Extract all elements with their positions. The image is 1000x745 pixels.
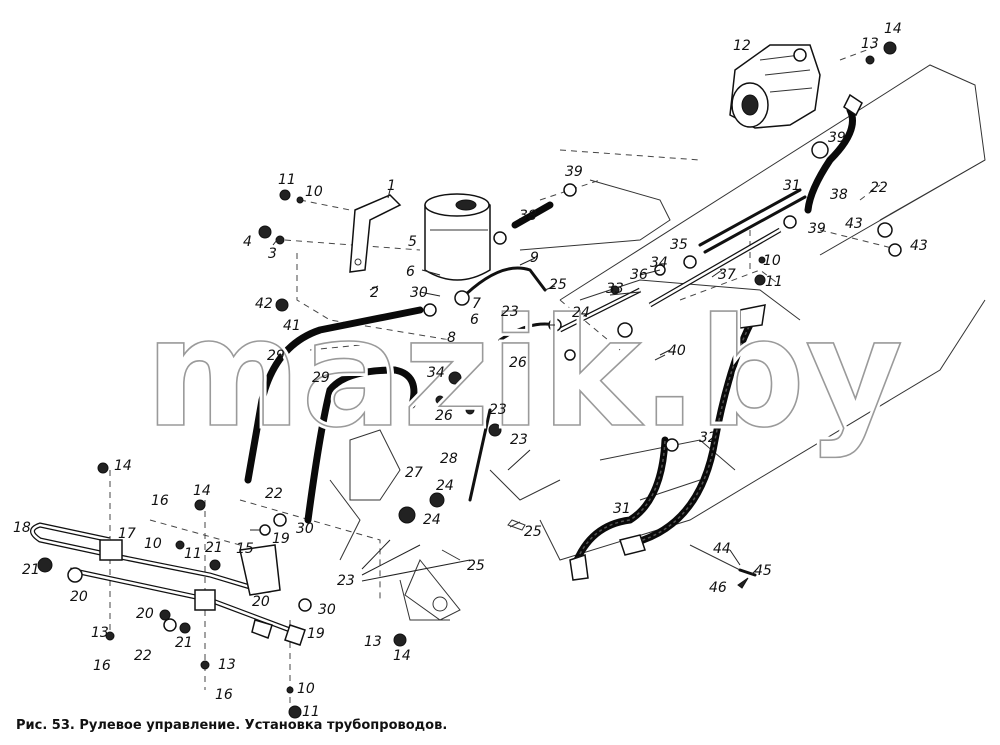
callout-31a: 31 (783, 178, 801, 194)
callout-7: 7 (472, 296, 481, 312)
callout-19a: 19 (272, 531, 290, 547)
callout-11d: 11 (302, 704, 320, 720)
callout-22a: 22 (870, 180, 888, 196)
callout-13c: 13 (218, 657, 236, 673)
callout-40: 40 (668, 343, 686, 359)
callout-32: 32 (699, 430, 717, 446)
callout-14a: 14 (884, 21, 902, 37)
callout-38a: 38 (519, 208, 537, 224)
callout-14c: 14 (193, 483, 211, 499)
callout-41: 41 (283, 318, 301, 334)
callout-44: 44 (713, 541, 731, 557)
callout-34b: 34 (427, 365, 445, 381)
callout-6a: 6 (406, 264, 415, 280)
callout-16c: 16 (215, 687, 233, 703)
callout-29a: 29 (267, 348, 285, 364)
callout-5: 5 (408, 234, 417, 250)
callout-29b: 29 (312, 370, 330, 386)
callout-11c: 11 (184, 546, 202, 562)
callout-43b: 43 (910, 238, 928, 254)
callout-10c: 10 (144, 536, 162, 552)
callout-10b: 10 (763, 253, 781, 269)
callout-21b: 21 (205, 540, 223, 556)
callout-13b: 13 (91, 625, 109, 641)
callout-35: 35 (670, 237, 688, 253)
callout-24b: 24 (436, 478, 454, 494)
callout-23b: 23 (489, 402, 507, 418)
hoses (244, 106, 856, 569)
callout-1: 1 (387, 178, 396, 194)
callout-28: 28 (440, 451, 458, 467)
callout-37: 37 (718, 267, 736, 283)
callout-31b: 31 (613, 501, 631, 517)
callout-25a: 25 (549, 277, 567, 293)
callout-18: 18 (13, 520, 31, 536)
callout-20a: 20 (70, 589, 88, 605)
fittings (37, 41, 902, 719)
callout-8: 8 (447, 330, 456, 346)
callout-43a: 43 (845, 216, 863, 232)
callout-39c: 39 (808, 221, 826, 237)
callout-9: 9 (530, 250, 539, 266)
callout-11b: 11 (765, 274, 783, 290)
callout-25c: 25 (467, 558, 485, 574)
callout-leaders (250, 189, 759, 582)
callout-23d: 23 (337, 573, 355, 589)
tank-bracket (349, 194, 402, 273)
callout-34a: 34 (650, 255, 668, 271)
svg-text:mazik.by: mazik.by (145, 287, 903, 461)
callout-14d: 14 (393, 648, 411, 664)
callout-38b: 38 (830, 187, 848, 203)
callout-10d: 10 (297, 681, 315, 697)
callout-20b: 20 (136, 606, 154, 622)
callout-labels: 1 2 3 4 5 6 6 7 8 9 10 10 10 10 11 11 11… (13, 21, 928, 720)
callout-13d: 13 (364, 634, 382, 650)
callout-36: 36 (630, 267, 648, 283)
callout-16b: 16 (93, 658, 111, 674)
callout-6b: 6 (470, 312, 479, 328)
callout-22c: 22 (134, 648, 152, 664)
callout-30b: 30 (296, 521, 314, 537)
callout-2: 2 (370, 285, 379, 301)
callout-10a: 10 (305, 184, 323, 200)
callout-13a: 13 (861, 36, 879, 52)
callout-14b: 14 (114, 458, 132, 474)
callout-26a: 26 (509, 355, 527, 371)
callout-21a: 21 (22, 562, 40, 578)
callout-42: 42 (255, 296, 273, 312)
callout-39a: 39 (565, 164, 583, 180)
callout-16a: 16 (151, 493, 169, 509)
callout-33: 33 (606, 281, 624, 297)
callout-27: 27 (405, 465, 423, 481)
callout-3: 3 (268, 246, 277, 262)
callout-23c: 23 (510, 432, 528, 448)
svg-text:mazik.by: mazik.by (145, 287, 903, 461)
callout-12: 12 (733, 38, 751, 54)
callout-19b: 19 (307, 626, 325, 642)
figure-caption: Рис. 53. Рулевое управление. Установка т… (16, 718, 448, 733)
callout-39b: 39 (828, 130, 846, 146)
callout-17: 17 (118, 526, 136, 542)
callout-15: 15 (236, 541, 254, 557)
watermark: mazik.by mazik.by (142, 284, 907, 465)
callout-30c: 30 (318, 602, 336, 618)
callout-11a: 11 (278, 172, 296, 188)
callout-20c: 20 (252, 594, 270, 610)
steering-pump (729, 44, 821, 129)
callout-26b: 26 (435, 408, 453, 424)
callout-22b: 22 (265, 486, 283, 502)
callout-25b: 25 (524, 524, 542, 540)
callout-4: 4 (243, 234, 252, 250)
callout-23a: 23 (501, 304, 519, 320)
callout-24a: 24 (572, 305, 590, 321)
callout-45: 45 (754, 563, 772, 579)
callout-30a: 30 (410, 285, 428, 301)
oil-tank (424, 193, 491, 281)
callout-24c: 24 (423, 512, 441, 528)
callout-46: 46 (709, 580, 727, 596)
callout-21c: 21 (175, 635, 193, 651)
